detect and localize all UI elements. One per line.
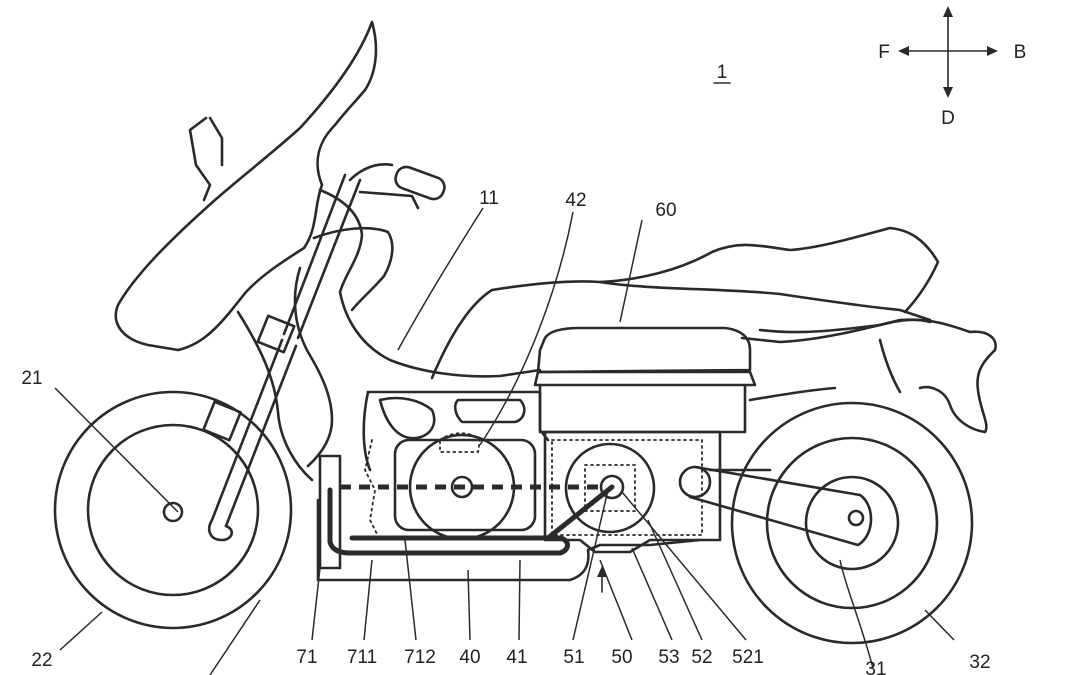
label-40: 40	[459, 647, 480, 668]
label-41: 41	[506, 647, 527, 668]
front-direction-label: F	[878, 42, 890, 63]
label-52: 52	[691, 647, 712, 668]
label-60: 60	[655, 200, 676, 221]
back-direction-label: B	[1014, 42, 1027, 63]
leader-lines	[54, 207, 955, 675]
label-31: 31	[865, 659, 886, 675]
label-32: 32	[969, 652, 990, 673]
front-wheel	[53, 390, 293, 630]
pointer-arrow-50	[597, 566, 607, 593]
label-22: 22	[31, 650, 52, 671]
wiring-harness-71	[327, 439, 615, 556]
front-fork	[202, 163, 446, 542]
label-711: 711	[347, 647, 377, 668]
label-712: 712	[404, 647, 436, 668]
label-21: 21	[21, 368, 42, 389]
label-42: 42	[565, 190, 586, 211]
label-71: 71	[296, 647, 317, 668]
direction-indicator: F B D	[878, 6, 1026, 129]
rear-wheel	[730, 401, 974, 645]
body-fairing	[236, 188, 997, 482]
windscreen	[114, 20, 378, 352]
swing-arm	[678, 465, 873, 547]
figure-number: 1	[717, 62, 728, 83]
power-unit-50	[543, 430, 722, 554]
label-11: 11	[479, 188, 499, 209]
label-521: 521	[732, 647, 764, 668]
reference-numerals: 21 22 11 42 60 71 711 712 40 41 51 50 53…	[21, 188, 990, 675]
down-direction-label: D	[941, 108, 955, 129]
label-51: 51	[563, 647, 584, 668]
label-53: 53	[658, 647, 679, 668]
label-50: 50	[611, 647, 632, 668]
battery-60	[533, 326, 757, 434]
